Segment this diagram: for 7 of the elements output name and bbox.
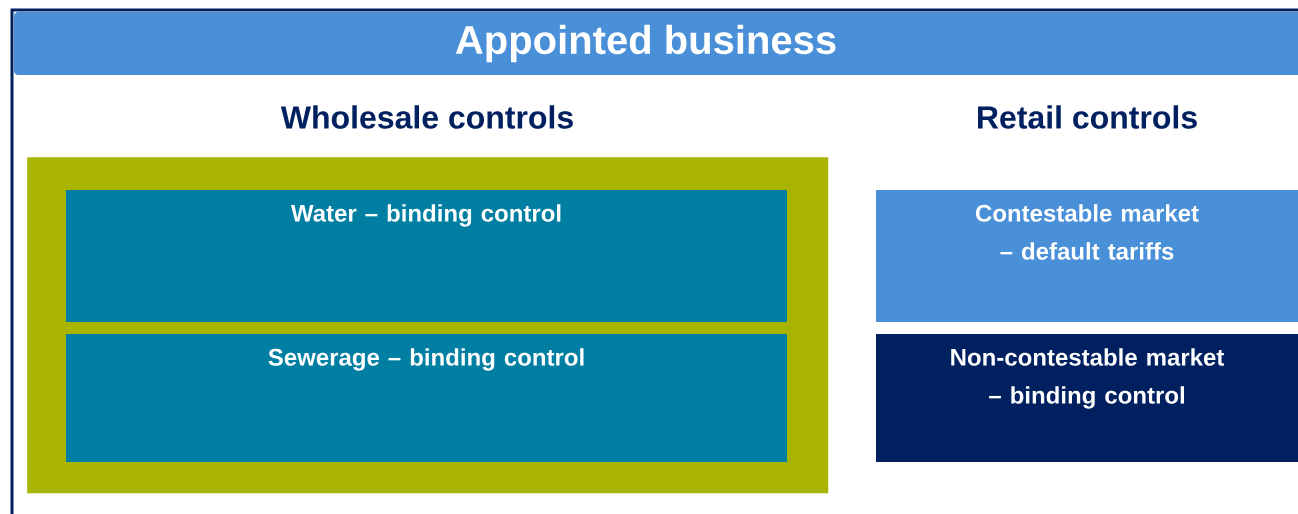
process-box: Contestable market – default tariffs [876,190,1298,322]
process-box: Water – binding control [66,190,787,322]
node-label: Wholesale controls [280,105,573,129]
process-box: Sewerage – binding control [66,334,787,462]
heading: Retail controls [978,105,1197,129]
process-box: Non-contestable market – binding control [876,334,1298,462]
title-band: Appointed business [14,12,1298,75]
